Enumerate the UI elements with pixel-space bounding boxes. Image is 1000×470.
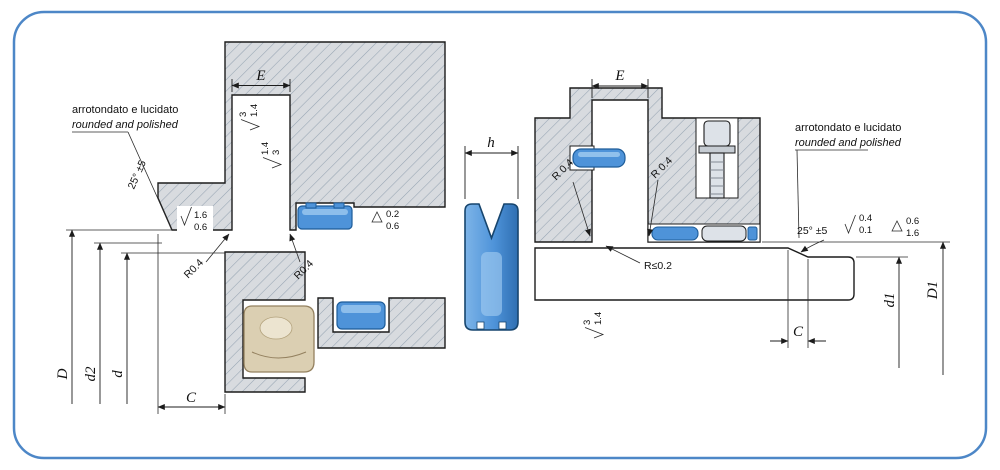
seal-foot-notch [498, 321, 507, 330]
dim-label-h: h [487, 135, 495, 151]
svg-text:3: 3 [271, 150, 282, 155]
rod-radius-label: R≤0.2 [644, 260, 672, 272]
dim-label-d: d [110, 370, 126, 378]
capsule-seal-lower [651, 226, 699, 241]
finish-rod-values: 0.4 0.1 [844, 213, 872, 236]
svg-text:0.4: 0.4 [859, 213, 872, 224]
svg-text:1.4: 1.4 [593, 312, 604, 325]
piston-section-left-a [224, 251, 306, 393]
dim-diameters-left [66, 229, 225, 404]
roughness-triangle-icon [371, 211, 383, 223]
dim-label-E-right: E [614, 68, 624, 84]
dim-label-C-right: C [793, 324, 804, 340]
dim-h [464, 146, 519, 199]
finish-groove-wall-1: 3 1.4 [238, 104, 261, 131]
seal-highlight [481, 252, 502, 316]
r2-leader-right [647, 179, 659, 237]
retaining-bolt [695, 117, 739, 199]
dim-label-d1: d1 [882, 293, 898, 308]
gland-part [701, 225, 747, 242]
r2-leader-left [289, 233, 301, 263]
capsule-seal-upper [569, 145, 626, 171]
svg-text:0.6: 0.6 [194, 222, 207, 233]
gland-recess [647, 223, 761, 243]
svg-text:1.6: 1.6 [194, 210, 207, 221]
angle-label-right: 25° ±5 [797, 225, 828, 237]
svg-text:1.4: 1.4 [260, 142, 271, 155]
bolt-shaft [709, 152, 725, 199]
dim-label-D1: D1 [925, 281, 941, 300]
roughness-icon [240, 119, 261, 131]
right-view: E R 0.4 R 0.4 R≤0.2 arrotondato e lucida… [534, 68, 950, 375]
dim-E-right [591, 79, 649, 98]
rod [534, 247, 855, 301]
note-italian-right: arrotondato e lucidato [795, 122, 901, 134]
note-leader-right [796, 149, 800, 239]
wiper-seal [243, 305, 315, 373]
finish-rod-triangle: 0.6 1.6 [891, 216, 919, 239]
seal-profile: h [464, 135, 519, 331]
note-italian-left: arrotondato e lucidato [72, 104, 178, 116]
roughness-icon [180, 206, 192, 227]
installed-seal-left [297, 202, 353, 230]
dim-C-right [770, 250, 826, 348]
dim-label-E-left: E [255, 68, 265, 84]
thread-lines [710, 161, 724, 195]
dim-label-C-left: C [186, 390, 197, 406]
bolt-head [703, 120, 731, 147]
svg-text:3: 3 [238, 112, 249, 117]
washer [698, 145, 736, 154]
svg-text:1.4: 1.4 [249, 104, 260, 117]
svg-text:1.6: 1.6 [906, 228, 919, 239]
r1-leader-left [205, 233, 230, 263]
seal-bit [747, 226, 758, 241]
svg-text:0.6: 0.6 [906, 216, 919, 227]
dim-label-d2: d2 [83, 366, 99, 382]
roughness-icon [844, 214, 856, 235]
housing-section-left [157, 41, 446, 231]
finish-bore-left: 1.6 0.6 [177, 206, 213, 234]
svg-text:0.6: 0.6 [386, 221, 399, 232]
dim-C-left [157, 234, 226, 414]
r1-leader-right [572, 181, 591, 237]
finish-under-rod: 3 1.4 [582, 312, 605, 339]
svg-text:0.2: 0.2 [386, 209, 399, 220]
svg-text:0.1: 0.1 [859, 225, 872, 236]
dim-diameters-right [762, 241, 950, 375]
note-english-right: rounded and polished [795, 137, 902, 149]
piston-section-left-b [317, 297, 446, 349]
svg-text:3: 3 [582, 320, 593, 325]
finish-step-left: 0.2 0.6 [371, 209, 399, 232]
angle-arc-arrow [800, 239, 825, 253]
note-english-left: rounded and polished [72, 119, 179, 131]
chamfer-leader-left [127, 131, 173, 231]
roughness-triangle-icon [891, 220, 903, 232]
seal-foot-notch [476, 321, 485, 330]
roughness-icon [262, 157, 283, 169]
left-view: E D d2 d C 25° ±5 arrotondato e lucidato… [55, 41, 446, 414]
dim-E-left [231, 79, 291, 92]
guide-ring [336, 301, 386, 330]
finish-groove-wall-2: 1.4 3 [260, 142, 283, 169]
dim-label-D: D [55, 368, 71, 380]
roughness-icon [584, 327, 605, 339]
rod-radius-leader [605, 245, 641, 264]
